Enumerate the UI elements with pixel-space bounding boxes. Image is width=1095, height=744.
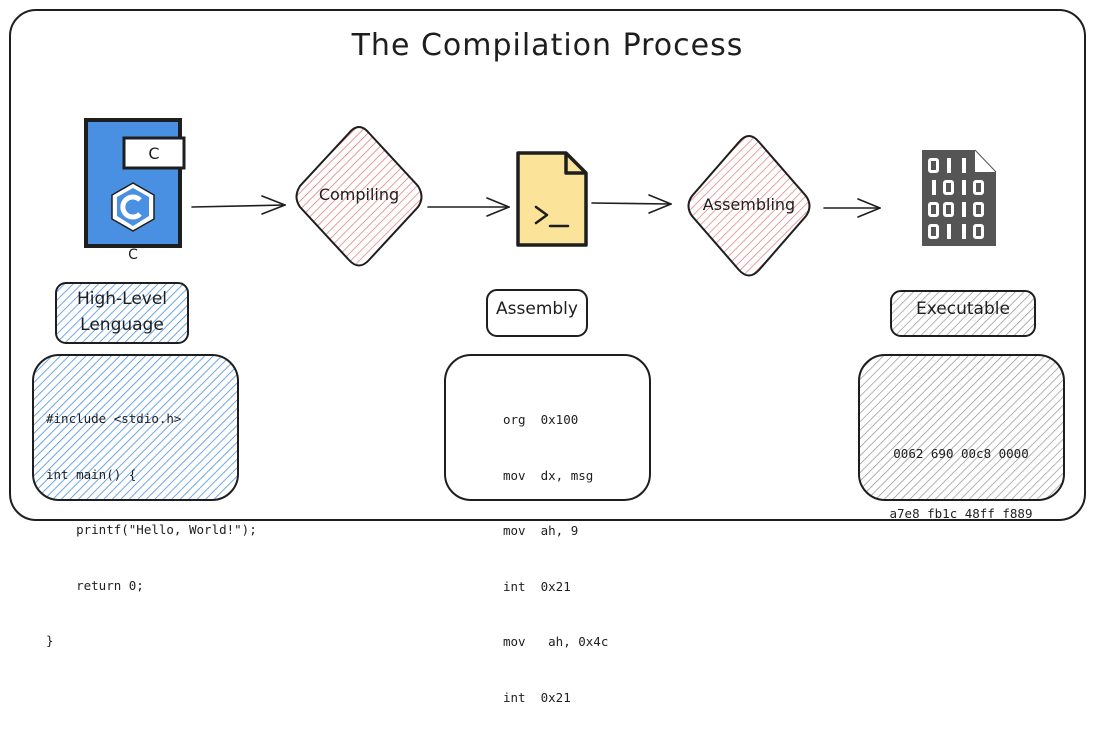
code-line: return 0; — [46, 577, 144, 593]
code-line: } — [46, 633, 54, 648]
code-line: printf("Hello, World!"); — [46, 522, 257, 537]
binary-glyph — [943, 202, 954, 217]
assembly-code: org 0x100 mov dx, msg mov ah, 9 int 0x21… — [503, 374, 608, 744]
code-line: 0062 690 00c8 0000 — [893, 446, 1029, 461]
high-level-label-box — [55, 282, 189, 344]
executable-label-box — [890, 290, 1036, 337]
assembling-diamond — [687, 134, 811, 277]
code-line: #include <stdio.h> — [46, 411, 182, 426]
diagram-graphics — [9, 9, 1086, 521]
binary-glyph — [928, 224, 939, 239]
binary-glyph — [928, 158, 939, 173]
binary-file-icon — [922, 149, 997, 246]
binary-glyph — [973, 202, 984, 217]
binary-glyph — [943, 180, 954, 195]
compiling-label: Compiling — [318, 185, 400, 204]
binary-glyph — [962, 158, 966, 173]
code-line: org 0x100 — [503, 412, 579, 427]
compiling-diamond — [295, 125, 423, 267]
binary-glyph — [962, 180, 966, 195]
code-line: mov ah, 9 — [503, 523, 579, 538]
diagram-canvas: The Compilation Process C C High-Level L… — [9, 9, 1086, 705]
outer-frame — [9, 9, 1086, 521]
binary-glyph — [947, 224, 951, 239]
binary-glyph — [962, 224, 966, 239]
assembly-label-box — [486, 289, 588, 337]
binary-glyph — [947, 158, 951, 173]
code-line: a7e8 fb1c 48ff f889 — [889, 506, 1033, 521]
assembling-label: Assembling — [702, 195, 796, 214]
binary-glyph — [928, 202, 939, 217]
terminal-file-icon — [516, 151, 588, 247]
executable-label: Executable — [916, 299, 1010, 319]
high-level-label-line: Lenguage — [80, 315, 164, 335]
code-line: mov ah, 0x4c — [503, 634, 609, 649]
high-level-label: High-Level Lenguage — [56, 286, 188, 338]
c-source-file-icon — [84, 118, 186, 248]
code-line: int main() { — [46, 466, 137, 482]
machine-code: 0062 690 00c8 0000 a7e8 fb1c 48ff f889 — [865, 404, 1057, 564]
arrow-compiling-to-assembly — [427, 197, 510, 217]
assembly-label: Assembly — [496, 299, 578, 319]
diagram-title: The Compilation Process — [351, 28, 744, 63]
machine-code-box — [858, 354, 1065, 501]
binary-glyph — [932, 180, 936, 195]
code-line: mov dx, msg — [503, 467, 594, 483]
arrow-assembling-to-executable — [823, 198, 881, 218]
binary-glyph — [973, 224, 984, 239]
assembly-code-box — [444, 354, 651, 501]
c-code: #include <stdio.h> int main() { printf("… — [46, 373, 257, 688]
code-line: int 0x21 — [503, 578, 571, 594]
high-level-label-line: High-Level — [76, 289, 168, 309]
arrow-source-to-compiling — [191, 195, 286, 215]
arrow-assembly-to-assembling — [591, 194, 672, 214]
code-line: int 0x21 — [503, 689, 571, 705]
binary-glyph — [973, 180, 984, 195]
c-icon-caption: C — [128, 247, 138, 263]
c-file-tag: C — [148, 144, 160, 163]
binary-glyph — [962, 202, 966, 217]
c-code-box — [32, 354, 239, 501]
